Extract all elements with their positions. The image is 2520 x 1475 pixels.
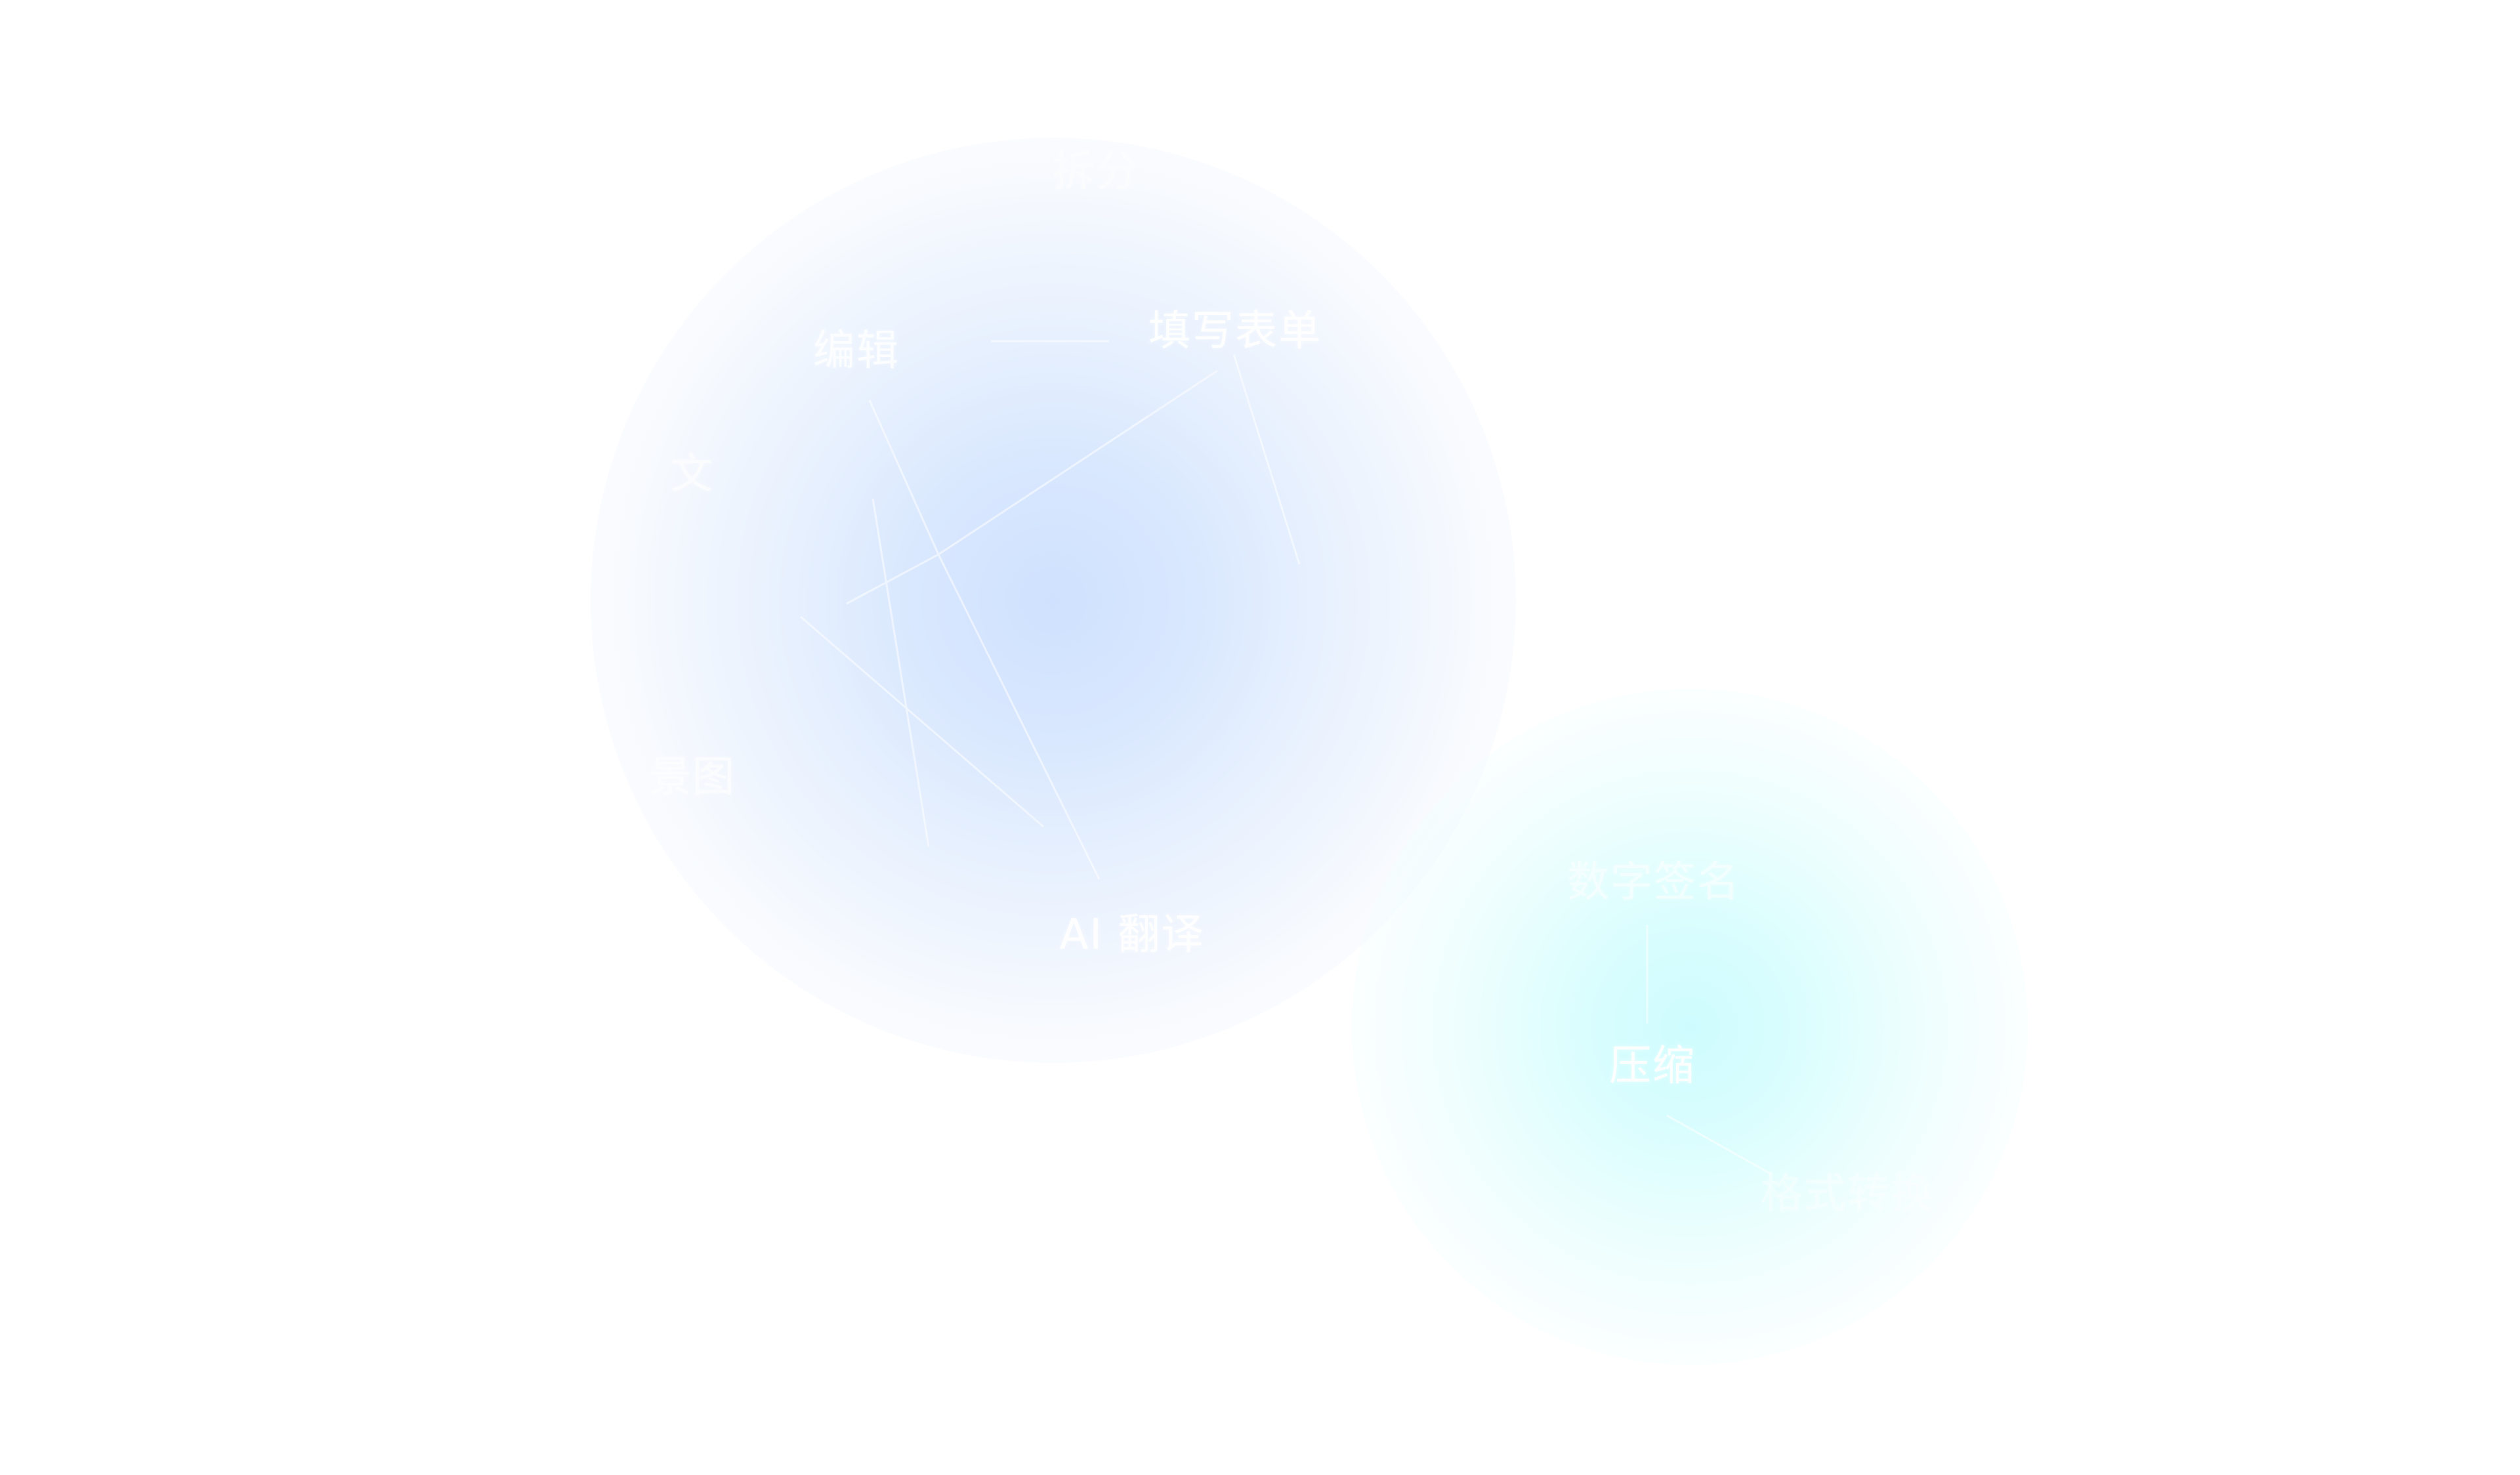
node-format-convert: 格式转换 [1761, 1170, 1934, 1218]
cyan-cluster-glow [1352, 689, 2028, 1365]
node-fill-form: 填写表单 [1148, 307, 1322, 356]
node-digital-signature: 数字签名 [1567, 858, 1740, 907]
node-compress: 压缩 [1609, 1042, 1696, 1091]
node-ai-translate: AI 翻译 [1059, 911, 1205, 959]
node-image: 景图 [649, 753, 736, 802]
node-split: 拆分 [1053, 148, 1139, 196]
node-edit: 编辑 [813, 327, 900, 375]
node-text: 文 [671, 450, 714, 499]
